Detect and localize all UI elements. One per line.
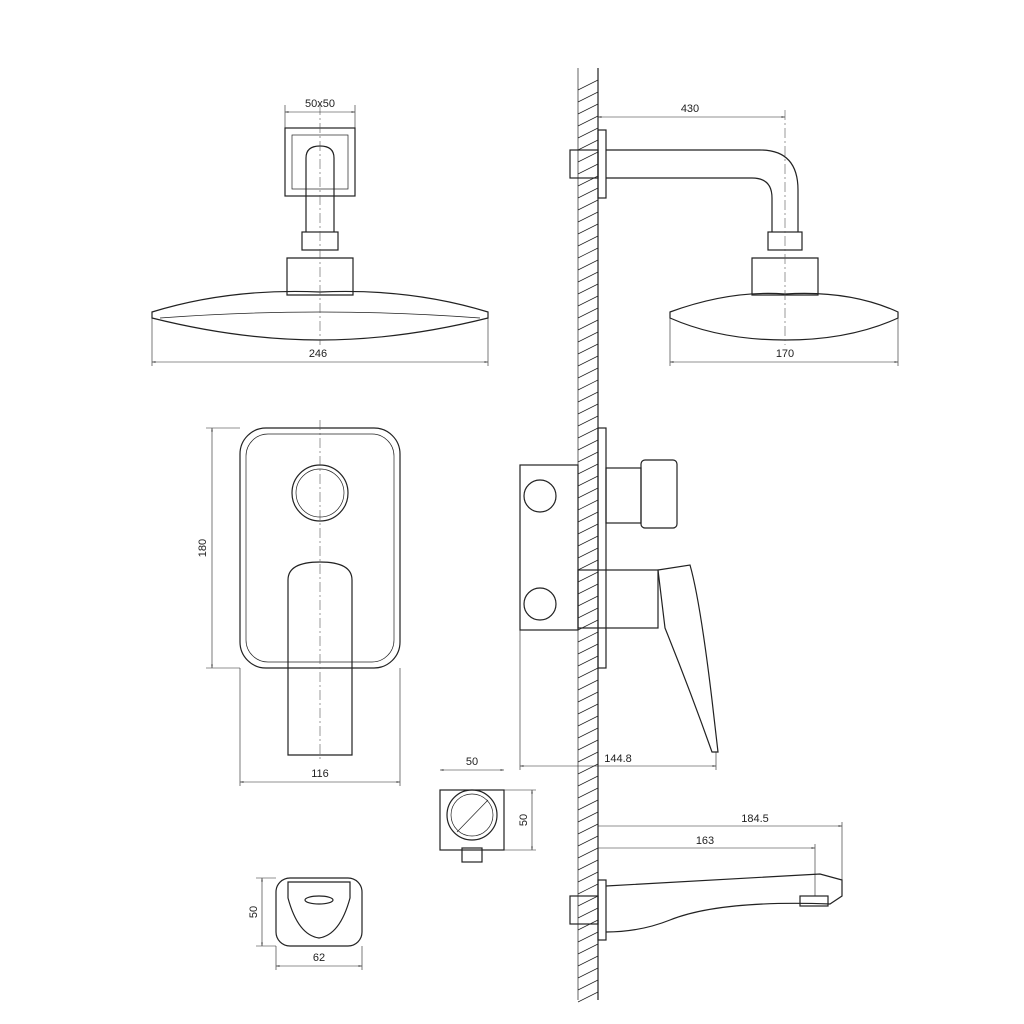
wall-hatch-line	[577, 319, 599, 331]
wall-hatch-line	[577, 403, 599, 415]
wall-hatch-line	[577, 199, 599, 211]
wall-hatch-line	[577, 595, 599, 607]
wall-hatch-line	[577, 379, 599, 391]
wall-hatch-line	[577, 871, 599, 883]
wall-hatch-line	[577, 271, 599, 283]
dim-head-width: 246	[309, 348, 327, 360]
wall-hatch-line	[577, 739, 599, 751]
dim-arm-flange: 50x50	[305, 98, 335, 110]
wall-hatch-line	[577, 787, 599, 799]
spout-side-view: 184.5 163	[569, 813, 843, 941]
wall-hatch-line	[577, 367, 599, 379]
wall-hatch-line	[577, 559, 599, 571]
wall-hatch-line	[577, 343, 599, 355]
wall-hatch-line	[577, 127, 599, 139]
wall-hatch-line	[577, 547, 599, 559]
wall-hatch-line	[577, 187, 599, 199]
wall-hatch-line	[577, 799, 599, 811]
wall-hatch-line	[577, 847, 599, 859]
wall-hatch-line	[577, 979, 599, 991]
wall-hatch-line	[577, 307, 599, 319]
wall-hatch-line	[577, 667, 599, 679]
wall-hatch-line	[577, 991, 599, 1003]
dim-spout-front-height: 50	[248, 906, 260, 918]
wall-hatch-line	[577, 523, 599, 535]
wall-hatch-line	[577, 115, 599, 127]
wall-hatch-line	[577, 943, 599, 955]
wall-hatch-line	[577, 295, 599, 307]
wall-hatch-line	[577, 511, 599, 523]
wall-hatch-line	[577, 631, 599, 643]
wall-hatch-line	[577, 151, 599, 163]
dim-spout-reach: 163	[696, 835, 714, 847]
spout-front-view: 50 62	[248, 877, 363, 970]
dim-spout-front-width: 62	[313, 952, 325, 964]
wall-hatch-line	[577, 823, 599, 835]
wall-hatch-line	[577, 415, 599, 427]
wall-hatch-line	[577, 79, 599, 91]
wall-hatch-line	[577, 751, 599, 763]
wall-hatch-line	[577, 247, 599, 259]
wall-hatch-line	[577, 643, 599, 655]
wall-hatch-line	[577, 715, 599, 727]
wall-hatch-line	[577, 163, 599, 175]
wall-hatch-line	[577, 427, 599, 439]
wall-hatch-line	[577, 679, 599, 691]
wall-hatch-line	[577, 391, 599, 403]
wall-hatch-line	[577, 859, 599, 871]
wall-hatch-line	[577, 655, 599, 667]
dim-head-side-width: 170	[776, 348, 794, 360]
wall-hatch-line	[577, 103, 599, 115]
dim-spout-total: 184.5	[741, 813, 769, 825]
wall-hatch-line	[577, 895, 599, 907]
dim-outlet-width: 50	[466, 756, 478, 768]
wall-hatch-line	[577, 463, 599, 475]
wall-hatch-line	[577, 451, 599, 463]
wall-hatch-line	[577, 775, 599, 787]
wall-hatch-line	[577, 907, 599, 919]
wall-section	[577, 68, 599, 1003]
wall-hatch-line	[577, 223, 599, 235]
wall-hatch-line	[577, 571, 599, 583]
wall-hatch-line	[577, 439, 599, 451]
wall-hatch-line	[577, 967, 599, 979]
dim-arm-projection: 430	[681, 103, 699, 115]
wall-hatch-line	[577, 535, 599, 547]
wall-hatch-line	[577, 835, 599, 847]
wall-hatch-line	[577, 703, 599, 715]
dim-plate-height: 180	[197, 539, 209, 557]
dim-plate-width: 116	[311, 768, 329, 780]
wall-hatch-line	[577, 211, 599, 223]
wall-outlet-view: 50 50	[439, 756, 536, 863]
dim-mixer-depth: 144.8	[604, 753, 632, 765]
wall-hatch-line	[577, 235, 599, 247]
wall-hatch-line	[577, 763, 599, 775]
wall-hatch-line	[577, 259, 599, 271]
wall-hatch-line	[577, 811, 599, 823]
wall-hatch-line	[577, 331, 599, 343]
wall-hatch-line	[577, 283, 599, 295]
wall-hatch-line	[577, 691, 599, 703]
wall-hatch-line	[577, 883, 599, 895]
wall-hatch-line	[577, 931, 599, 943]
shower-arm-side-view: 430 170	[569, 103, 899, 366]
dim-outlet-height: 50	[518, 814, 530, 826]
wall-hatch-line	[577, 955, 599, 967]
wall-hatch-line	[577, 91, 599, 103]
mixer-front-view: 180 116	[197, 420, 401, 786]
wall-hatch-line	[577, 499, 599, 511]
wall-hatch-line	[577, 139, 599, 151]
shower-head-front-view: 50x50 246	[151, 98, 489, 366]
mixer-side-view: 144.8	[519, 427, 719, 770]
wall-hatch-line	[577, 487, 599, 499]
wall-hatch-line	[577, 727, 599, 739]
wall-hatch-line	[577, 607, 599, 619]
wall-hatch-line	[577, 583, 599, 595]
wall-hatch-line	[577, 919, 599, 931]
wall-hatch-line	[577, 355, 599, 367]
wall-hatch-line	[577, 475, 599, 487]
